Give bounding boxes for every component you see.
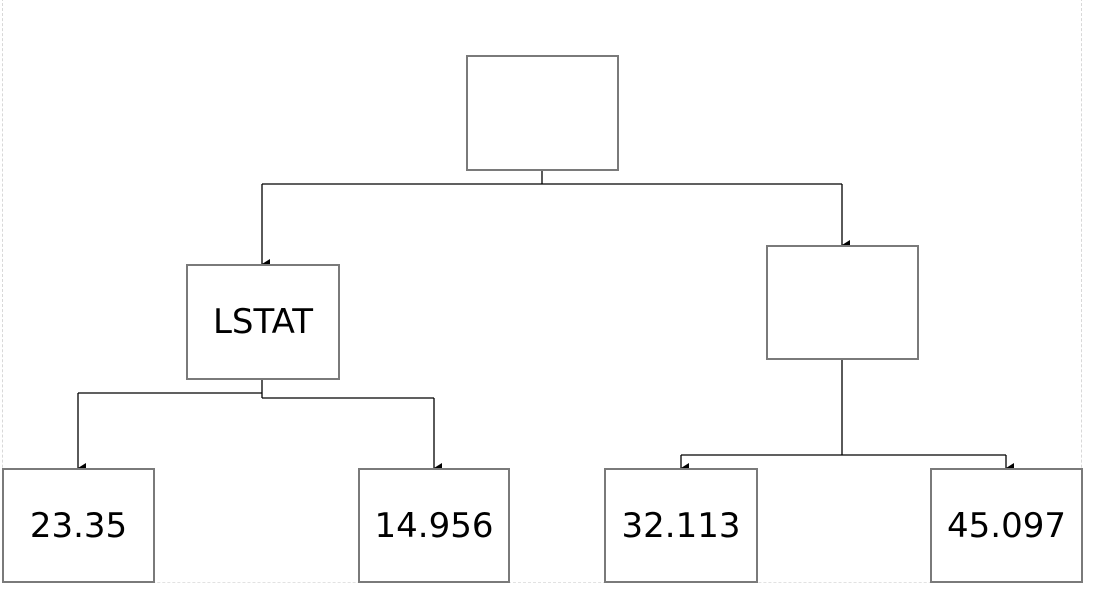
leaf-node-3: 32.113 [604, 468, 758, 583]
leaf-node-2-value: 14.956 [374, 505, 494, 546]
root-node [466, 55, 619, 171]
leaf-node-3-value: 32.113 [621, 505, 741, 546]
leaf-node-4-value: 45.097 [947, 505, 1066, 546]
split-node-right [766, 245, 919, 360]
leaf-node-4: 45.097 [930, 468, 1083, 583]
split-node-lstat: LSTAT [186, 264, 340, 380]
canvas-frame [2, 0, 1082, 583]
split-node-lstat-label: LSTAT [212, 302, 314, 342]
leaf-node-1: 23.35 [2, 468, 155, 583]
leaf-node-2: 14.956 [358, 468, 510, 583]
leaf-node-1-value: 23.35 [29, 505, 128, 546]
